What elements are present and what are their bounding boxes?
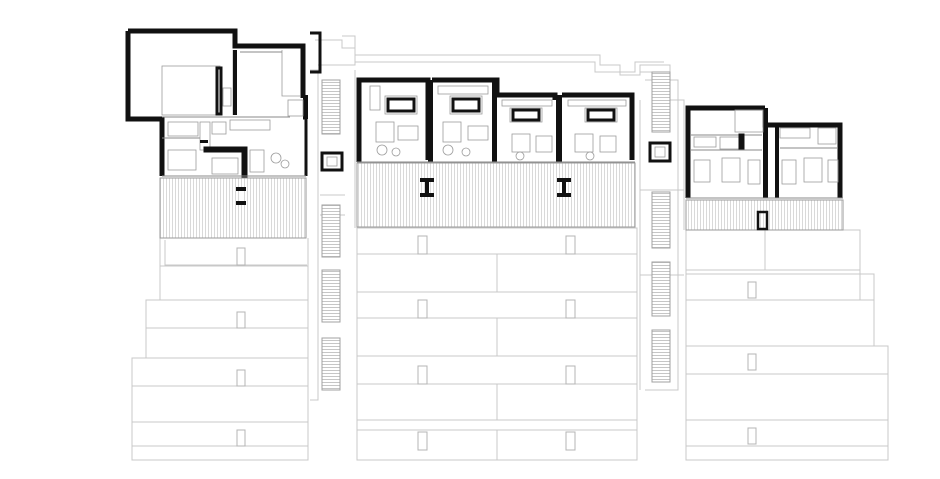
terrace-decks: [159, 162, 844, 239]
elevator-cores: [310, 31, 672, 172]
terrace-piers: [236, 178, 769, 231]
lower-floors-outline: [131, 35, 889, 461]
stair-flights: [321, 71, 671, 391]
east-block-units: [685, 105, 843, 199]
west-block-unit: [125, 28, 308, 178]
center-block-units: [356, 77, 635, 163]
